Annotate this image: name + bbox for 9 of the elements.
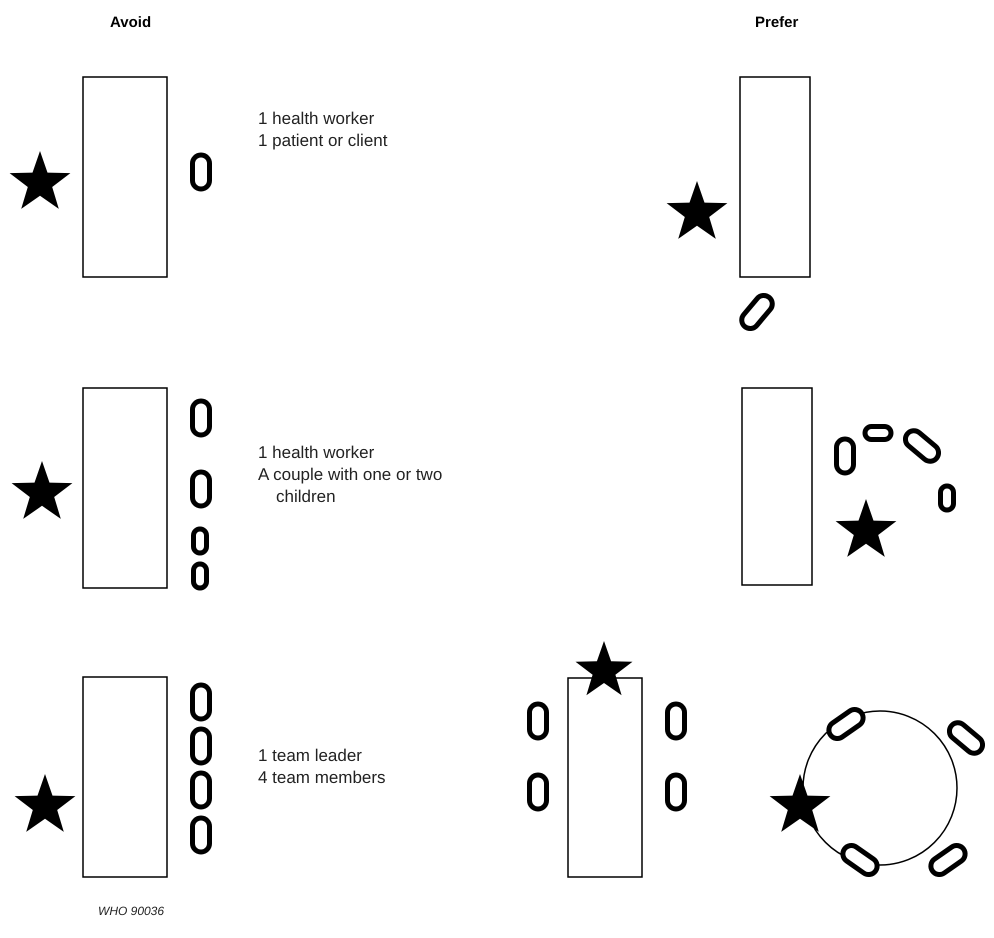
column-heading: Prefer bbox=[755, 14, 798, 31]
description-text: A couple with one or two children bbox=[258, 464, 444, 508]
column-heading: Avoid bbox=[110, 14, 152, 31]
description-text: 1 health worker bbox=[258, 108, 374, 130]
description-text: 1 health worker bbox=[258, 442, 374, 464]
description-text: 1 team leader bbox=[258, 745, 362, 767]
figure-number: WHO 90036 bbox=[98, 903, 164, 920]
description-text: 1 patient or client bbox=[258, 130, 388, 152]
description-text: 4 team members bbox=[258, 767, 386, 789]
